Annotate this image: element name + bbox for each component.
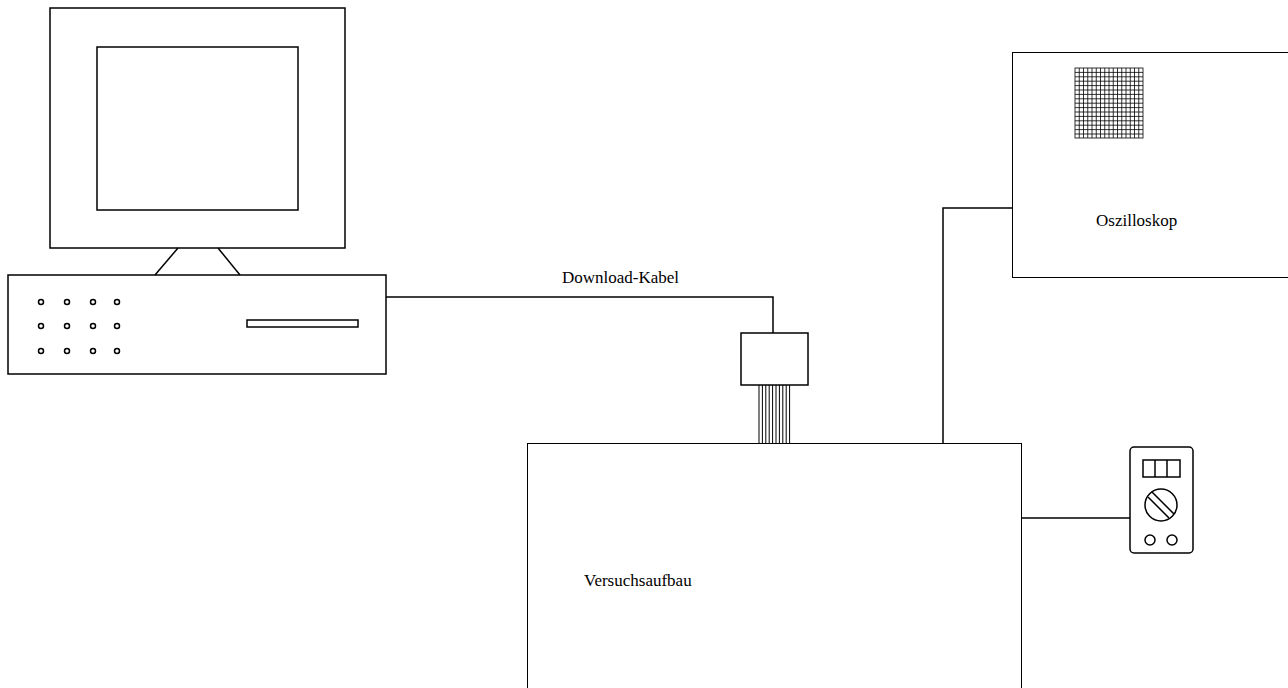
meter-jack [1145,535,1155,545]
grid-line [1075,112,1143,113]
ribbon-wire [769,385,770,443]
multimeter [1130,447,1193,553]
case-hole [65,300,70,305]
computer-case [8,275,386,374]
ribbon-wire [789,385,790,443]
meter-display [1166,460,1168,477]
monitor-screen [97,47,298,210]
ribbon-cable [759,385,790,443]
meter-display [1154,460,1156,477]
cable-connector [741,333,808,385]
grid-line [1075,107,1143,108]
case-holes [39,300,120,354]
case-hole [39,324,44,329]
node-label: Versuchsaufbau [584,571,692,591]
case-hole [91,300,96,305]
meter-dial [1148,497,1169,518]
grid-line [1075,94,1143,95]
grid-line [1075,116,1143,117]
oscilloscope-box: Oszilloskop [1012,52,1288,278]
case-hole [65,349,70,354]
download-cable [386,297,773,333]
grid-line [1075,85,1143,86]
scope-screen [1075,68,1143,138]
cable-label: Download-Kabel [562,268,679,288]
case-hole [91,324,96,329]
monitor-stand [155,248,178,275]
ribbon-wire [772,385,773,443]
ribbon-wire [782,385,783,443]
ribbon-wire [776,385,777,443]
grid-line [1075,125,1143,126]
scope-grid [1075,68,1143,138]
grid-line [1075,90,1143,91]
drive-slot [247,320,358,327]
grid-line [1075,129,1143,130]
monitor [50,8,345,248]
case-hole [65,324,70,329]
case-hole [115,300,120,305]
ribbon-wire [779,385,780,443]
grid-line [1075,120,1143,121]
ribbon-wire [786,385,787,443]
grid-line [1075,134,1143,135]
grid-line [1075,72,1143,73]
grid-line [1075,103,1143,104]
monitor-stand [218,248,240,275]
meter-dial [1145,489,1177,521]
connector [943,208,1012,443]
meter-display [1143,460,1180,477]
case-hole [91,349,96,354]
meter-jack [1167,535,1177,545]
ribbon-wire [759,385,760,443]
meter-lead [1022,517,1130,519]
node-label: Oszilloskop [1096,211,1177,231]
case-hole [39,300,44,305]
meter-dial [1152,492,1174,514]
grid-line [1075,81,1143,82]
setup-box: Versuchsaufbau [527,443,1022,688]
ribbon-wire [765,385,766,443]
case-hole [115,324,120,329]
case-hole [39,349,44,354]
ribbon-wire [762,385,763,443]
case-hole [115,349,120,354]
grid-line [1075,98,1143,99]
grid-line [1075,76,1143,77]
